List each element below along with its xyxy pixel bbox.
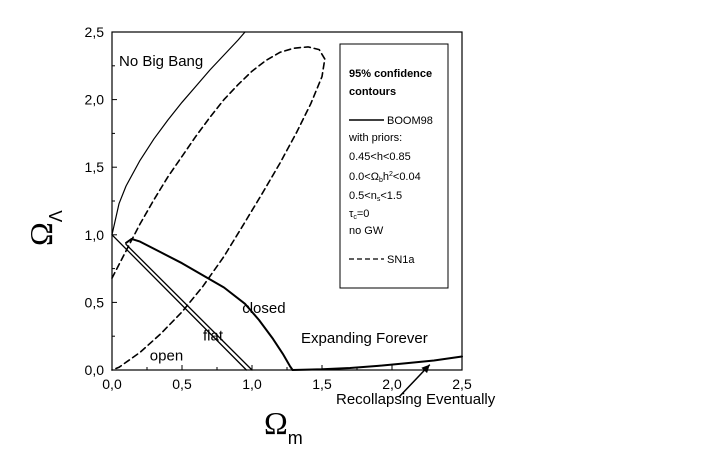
x-tick-label: 2,0 (382, 376, 402, 392)
legend-box (339, 43, 449, 289)
series-line-1 (111, 46, 326, 371)
axis-ticks: 0,0 0,5 1,0 1,5 2,0 2,5 0,0 0,5 1,0 1,5 2,0 2,5 (85, 24, 472, 392)
annotation-5: Recollapsing Eventually (336, 391, 496, 408)
x-tick-label: 1,0 (242, 376, 262, 392)
legend-prior-6: no GW (349, 225, 384, 237)
x-tick-label: 2,5 (452, 376, 472, 392)
series-line-4 (125, 243, 253, 371)
legend-prior-4: 0.5<ns<1.5 (349, 190, 402, 203)
series-line-3 (111, 234, 248, 371)
legend-prior-2: 0.45<h<0.85 (349, 151, 411, 163)
series-line-5 (291, 355, 463, 371)
recollapse-arrow-head (421, 364, 430, 374)
x-axis-label: Ωm (264, 405, 303, 448)
y-tick-label: 2,0 (85, 92, 105, 108)
series-line-2 (125, 237, 294, 371)
annotation-4: Expanding Forever (301, 330, 428, 347)
legend-boom98-label: BOOM98 (387, 115, 433, 127)
legend-prior-5: τc=0 (349, 208, 369, 221)
region-annotations: No Big Bang closed flat open Expanding Forev… (119, 53, 496, 408)
legend-prior-3: 0.0<Ωbh2<0.04 (349, 171, 421, 184)
x-tick-label: 0,5 (172, 376, 192, 392)
y-tick-label: 1,0 (85, 227, 105, 243)
svg-text:ΩΛ: ΩΛ (23, 210, 66, 246)
legend-title-line2: contours (349, 86, 396, 98)
annotation-2: flat (203, 327, 224, 344)
x-tick-label: 1,5 (312, 376, 332, 392)
y-axis-label: ΩΛ (23, 210, 66, 246)
legend-title-line1: 95% confidence (349, 68, 432, 80)
legend-sn1a-label: SN1a (387, 254, 415, 266)
y-tick-label: 0,0 (85, 362, 105, 378)
legend-prior-1: with priors: (348, 132, 402, 144)
y-tick-label: 0,5 (85, 294, 105, 310)
series-line-0 (111, 31, 246, 236)
y-tick-label: 2,5 (85, 24, 105, 40)
annotation-3: open (150, 348, 183, 365)
x-tick-label: 0,0 (102, 376, 122, 392)
legend: 95% confidence contours BOOM98 with prio… (339, 43, 449, 289)
y-tick-label: 1,5 (85, 159, 105, 175)
annotation-1: closed (242, 300, 285, 317)
annotation-0: No Big Bang (119, 53, 203, 70)
